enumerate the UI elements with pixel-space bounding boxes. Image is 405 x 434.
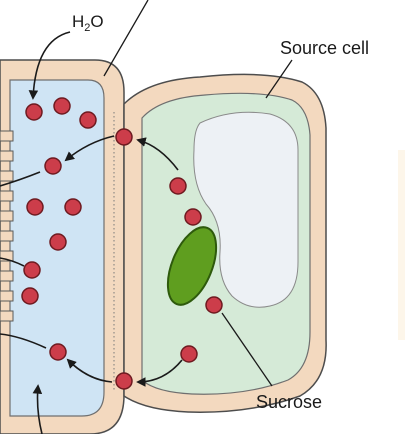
sucrose-molecule [45,158,61,174]
sucrose-molecule [116,129,132,145]
sucrose-molecule [170,178,186,194]
sucrose-label: Sucrose [256,392,322,412]
sucrose-molecule [26,104,42,120]
sucrose-molecule [116,373,132,389]
sucrose-molecule [27,199,43,215]
sucrose-molecule [80,112,96,128]
sucrose-molecule [50,234,66,250]
sucrose-molecule [65,199,81,215]
sucrose-molecule [185,209,201,225]
sucrose-molecule [206,297,222,313]
sucrose-molecule [24,262,40,278]
sucrose-molecule [22,288,38,304]
sucrose-molecule [50,344,66,360]
water-label-tail: O [90,12,103,31]
sucrose-molecule [54,98,70,114]
source-cell [124,74,326,412]
sucrose-molecule [181,346,197,362]
source-cell-label: Source cell [280,38,369,58]
water-label: H2O [72,12,104,34]
water-label-main: H [72,12,84,31]
top-leader-line [104,0,148,76]
background-strip [398,150,405,340]
